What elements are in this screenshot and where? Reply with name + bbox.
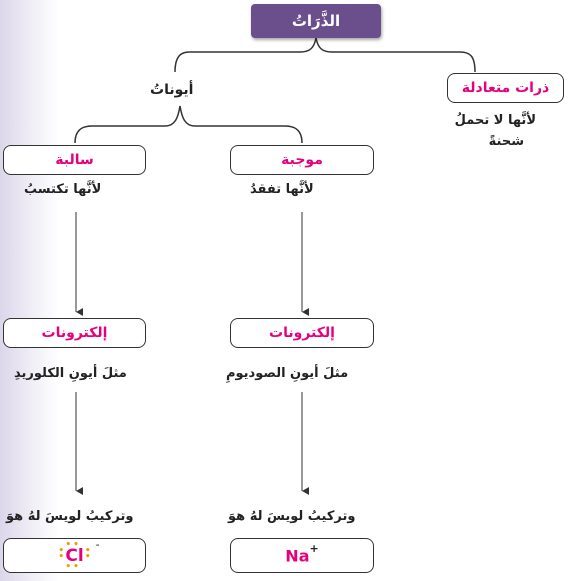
lewis-dots-top: •• [65,539,81,550]
chloride-charge: - [95,537,100,551]
negative-electrons-box: إلكترونات [3,318,146,348]
ions-label: أيوناتُ [150,82,194,98]
negative-box: سالبة [3,145,146,175]
brace-ions [74,105,303,144]
negative-label: سالبة [55,152,94,168]
positive-electrons-label: إلكترونات [269,325,335,341]
title-atoms: الذَّرَاتُ [251,4,381,38]
negative-formula-box: •• •• Cl •• •• - [3,538,146,573]
chloride-symbol: Cl [65,545,84,566]
background-gradient [0,0,60,581]
positive-lewis-text: وتركيبُ لويسَ لهُ هوَ [228,509,356,524]
negative-electrons-label: إلكترونات [41,325,108,341]
sodium-charge: + [309,542,319,556]
positive-label: موجبة [281,152,323,168]
neutral-reason-line1: لأنَّها لا تحملُ [454,113,536,128]
lewis-dots-left: •• [58,545,65,562]
negative-reason: لأنَّها تكتسبُ [24,182,102,197]
neutral-reason-line2: شحنةً [488,134,524,149]
lewis-dots-bottom: •• [65,561,81,572]
negative-lewis-text: وتركيبُ لويسَ لهُ هوَ [6,509,134,524]
neutral-atoms-box: ذرات متعادلة [447,73,564,103]
neutral-atoms-label: ذرات متعادلة [461,80,550,96]
chloride-lewis-structure: •• •• Cl •• •• - [58,538,99,572]
brace-top [174,37,476,73]
sodium-ion-formula: Na+ [285,542,319,566]
negative-example: مثلَ أيونِ الكلوريدِ [14,366,127,381]
positive-formula-box: Na+ [230,538,374,573]
positive-reason: لأنَّها تفقدُ [250,182,314,197]
positive-example: مثلَ أيونِ الصوديومِ [226,366,349,381]
positive-box: موجبة [230,145,374,175]
positive-electrons-box: إلكترونات [230,318,374,348]
lewis-dots-right: •• [84,545,91,562]
sodium-symbol: Na [285,546,310,566]
